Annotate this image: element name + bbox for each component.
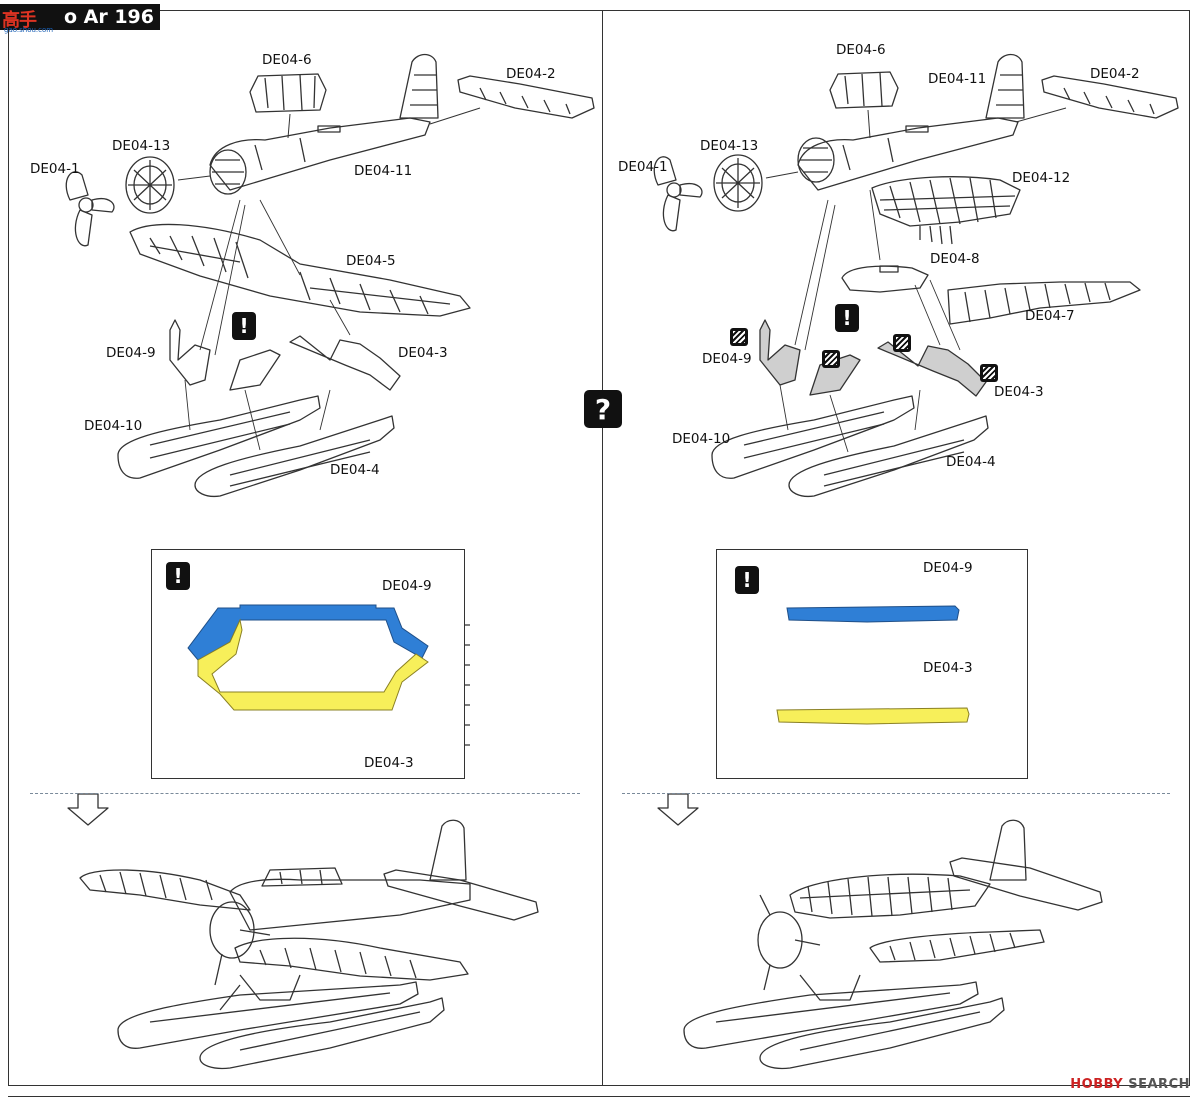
detail-label-de04-9: DE04-9 [923, 560, 973, 576]
right-detail-box: ! DE04-9 DE04-3 [716, 549, 1028, 779]
watermark-search: SEARCH [1128, 1077, 1190, 1092]
warning-icon: ! [735, 566, 759, 594]
callout-de04-4: DE04-4 [330, 462, 380, 478]
right-lower-wing [947, 281, 1141, 325]
left-canopy [249, 73, 327, 113]
warning-icon: ! [232, 312, 256, 340]
callout-de04-1: DE04-1 [30, 161, 80, 177]
detail-label-de04-9: DE04-9 [382, 578, 432, 594]
left-propeller [65, 171, 115, 247]
warning-icon-glyph: ! [173, 564, 183, 588]
callout-de04-3: DE04-3 [994, 384, 1044, 400]
left-final-aircraft [79, 819, 539, 1070]
right-fuselage [797, 53, 1025, 191]
left-floats [117, 395, 395, 498]
callout-de04-9: DE04-9 [106, 345, 156, 361]
right-propeller [653, 156, 703, 232]
site-logo-sub: gao.shou.com [4, 26, 54, 34]
photo-etch-icon [822, 350, 840, 368]
callout-de04-5: DE04-5 [346, 253, 396, 269]
callout-de04-6: DE04-6 [836, 42, 886, 58]
left-wing [129, 223, 471, 317]
left-detail-box: ! DE04-9 DE04-3 [151, 549, 465, 779]
panel-divider [602, 10, 603, 1086]
callout-de04-13: DE04-13 [112, 138, 171, 154]
right-upper-wing [871, 176, 1021, 245]
right-engine [713, 154, 763, 212]
callout-de04-7: DE04-7 [1025, 308, 1075, 324]
warning-icon: ! [835, 304, 859, 332]
photo-etch-icon [893, 334, 911, 352]
callout-de04-3: DE04-3 [398, 345, 448, 361]
callout-de04-6: DE04-6 [262, 52, 312, 68]
left-dashed-separator [30, 793, 580, 794]
left-fuselage [209, 53, 439, 195]
warning-icon-glyph: ! [239, 314, 249, 338]
right-floats [711, 395, 989, 498]
warning-icon: ! [166, 562, 190, 590]
left-struts [169, 319, 401, 391]
warning-icon-glyph: ! [842, 306, 852, 330]
callout-de04-4: DE04-4 [946, 454, 996, 470]
callout-de04-1: DE04-1 [618, 159, 668, 175]
question-icon-glyph: ? [594, 392, 612, 426]
callout-de04-12: DE04-12 [1012, 170, 1071, 186]
callout-de04-2: DE04-2 [506, 66, 556, 82]
callout-de04-10: DE04-10 [84, 418, 143, 434]
left-stabilizer [457, 75, 595, 119]
detail-label-de04-3: DE04-3 [364, 755, 414, 771]
site-logo: 高手 [2, 10, 37, 31]
page-frame [8, 10, 1190, 1086]
left-engine [125, 156, 175, 214]
right-final-aircraft [683, 819, 1103, 1070]
callout-de04-9: DE04-9 [702, 351, 752, 367]
callout-de04-2: DE04-2 [1090, 66, 1140, 82]
right-canopy [829, 71, 899, 109]
photo-etch-icon [980, 364, 998, 382]
callout-de04-13: DE04-13 [700, 138, 759, 154]
right-dashed-separator [622, 793, 1170, 794]
right-stabilizer [1041, 75, 1179, 119]
bottom-rule [8, 1096, 1190, 1097]
title-text: o Ar 196 [63, 6, 154, 28]
page-title: o Ar 196 [0, 4, 160, 30]
hobby-search-watermark: HOBBY SEARCH [1070, 1077, 1190, 1092]
left-detail-highlight [187, 604, 429, 711]
warning-icon-glyph: ! [742, 568, 752, 592]
callout-de04-11: DE04-11 [928, 71, 987, 87]
right-detail-highlight [776, 605, 970, 725]
callout-de04-11: DE04-11 [354, 163, 413, 179]
detail-label-de04-3: DE04-3 [923, 660, 973, 676]
question-icon: ? [584, 390, 622, 428]
watermark-hobby: HOBBY [1070, 1077, 1124, 1092]
photo-etch-icon [730, 328, 748, 346]
right-fairing [841, 265, 929, 293]
callout-de04-10: DE04-10 [672, 431, 731, 447]
callout-de04-8: DE04-8 [930, 251, 980, 267]
